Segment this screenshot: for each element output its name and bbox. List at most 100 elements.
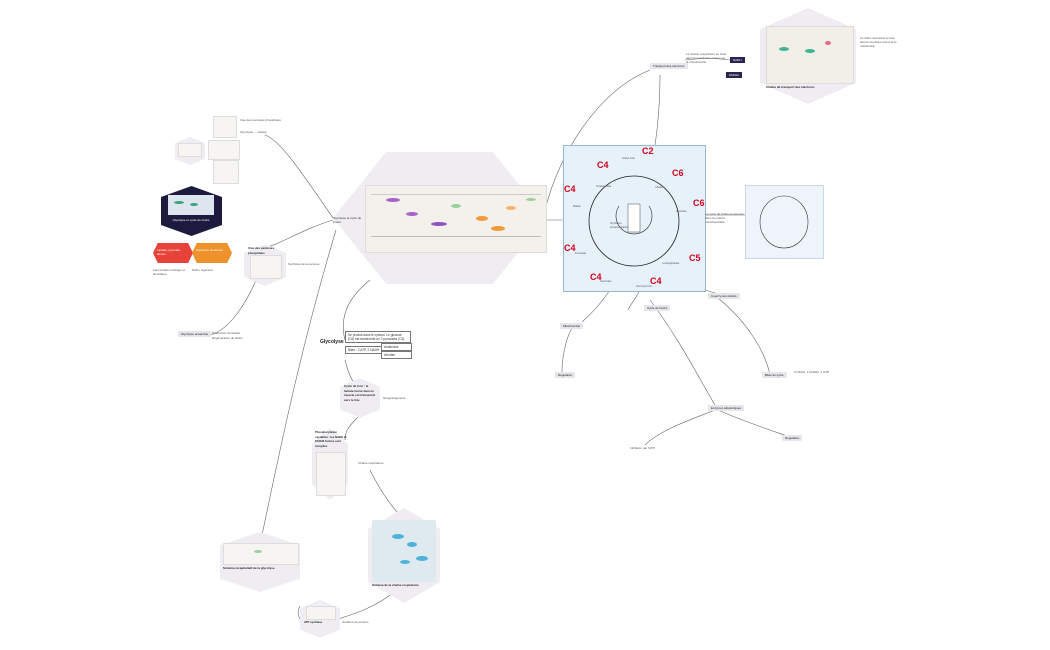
left-note-2: Production de lactate: [212, 331, 241, 335]
orange-hex-label: Glycolyse anaérobie: [196, 248, 224, 252]
metabolite-malate: Malate: [573, 205, 581, 208]
krebs-center-label: Oxydative phosphorylation: [610, 222, 629, 229]
red-hex-label: Lactate, pyruvate, alcool...: [157, 248, 181, 256]
krebs-mini-svg: [759, 195, 809, 249]
pink-highlight: [825, 41, 831, 45]
krebs-cycle-diagram[interactable]: [563, 145, 706, 292]
green-highlight: [254, 550, 262, 553]
carbon-label-c6: C6: [693, 198, 705, 208]
orange-highlight: [491, 226, 505, 231]
sketch-line: [371, 194, 541, 195]
node-krebs-cycle[interactable]: Cycle de Krebs: [644, 305, 671, 311]
left-note-3: Régénération du NAD+: [212, 336, 244, 340]
carbon-label-c2: C2: [642, 146, 654, 156]
glycolysis-heading: Glycolyse: [320, 339, 344, 345]
metabolite-fumarate: Fumarate: [575, 252, 587, 255]
phosphorylation-text: Phosphorylation oxydative : les NADH et …: [315, 430, 347, 448]
blue-highlight: [416, 556, 428, 561]
blue-highlight: [392, 534, 404, 539]
atp-caption: ATP synthase: [304, 620, 323, 624]
green-highlight: [526, 198, 536, 201]
metabolite-citrate: Citrate: [655, 186, 663, 189]
orange-hex[interactable]: [192, 243, 232, 263]
purple-highlight: [386, 198, 400, 202]
left-note-mid: Voie des pentoses phosphates: [240, 118, 281, 122]
orange-highlight: [506, 206, 516, 210]
cori-hex[interactable]: [340, 378, 380, 418]
atp-sketch: [306, 606, 336, 620]
krebs-mini-diagram: [745, 185, 824, 259]
krebs-mini-caption: Le cycle de Krebs se déroule dans la mat…: [705, 212, 744, 224]
green-highlight: [451, 204, 461, 208]
notes-image: [213, 160, 239, 184]
electron-transport-node[interactable]: Transport des électrons: [650, 63, 688, 69]
carbon-label-c5: C5: [689, 253, 701, 263]
glycolysis-sketch-image: [365, 185, 547, 253]
green-highlight: [190, 203, 198, 206]
glycolysis-box-2[interactable]: Bilan : 2 ATP, 2 NADH: [345, 346, 386, 354]
metabolite-succinate: Succinate: [600, 280, 612, 283]
node-allosteric[interactable]: Enzymes allostériques: [708, 405, 745, 411]
metabolite-oxaloacetate: Oxaloacétate: [596, 185, 612, 188]
bottom-hex-2-image: [372, 520, 436, 582]
carbon-label-c6: C6: [672, 168, 684, 178]
atp-note: Gradient de protons: [342, 620, 369, 624]
glycolysis-side-1[interactable]: Anaérobie: [381, 343, 412, 351]
blue-highlight: [400, 560, 410, 564]
carbon-label-c4: C4: [597, 160, 609, 170]
sketch-line: [371, 236, 541, 237]
dark-hex-title: Glycolyse et cycle de Krebs: [172, 218, 210, 222]
pentose-note: Synthèse de la pentose: [288, 262, 320, 266]
electron-transport-desc: La chaîne respiratoire se situe dans la …: [686, 52, 727, 64]
central-title: Glycolyse et cycle de Krebs: [333, 216, 362, 224]
green-highlight: [779, 47, 789, 51]
phosphorylation-sketch: [316, 452, 346, 496]
cori-note: Néoglucogenèse: [383, 396, 406, 400]
node-mitochondria[interactable]: Mitochondrie: [560, 323, 584, 329]
carbon-label-c4: C4: [590, 272, 602, 282]
glycolysis-side-2[interactable]: Aérobie: [381, 351, 412, 359]
small-sketch: [178, 143, 202, 157]
glycolysis-box-1[interactable]: Se produit dans le cytosol. Le glucose (…: [345, 331, 411, 343]
fadh2-label[interactable]: FADH2: [726, 72, 742, 78]
bottom-hex-1-caption: Schéma récapitulatif de la glycolyse: [223, 566, 275, 570]
node-regulation[interactable]: Régulation: [555, 372, 576, 378]
metabolite-isocitrate: Isocitrate: [676, 210, 687, 213]
dark-hex-image: [168, 195, 214, 215]
right-top-caption: Chaîne de transport des électrons: [766, 85, 815, 89]
node-inhibition: Inhibition par l'ATP: [630, 446, 655, 450]
cori-text: Cycle de Cori : le lactate formé dans le…: [344, 384, 376, 402]
node-cycle-balance[interactable]: Bilan du cycle: [762, 372, 787, 378]
carbon-label-c4: C4: [564, 184, 576, 194]
node-coenzymes[interactable]: Coenzymes réduits: [708, 293, 740, 299]
blue-highlight: [407, 542, 417, 547]
right-top-side-text: La chaîne respiratoire se situe dans la …: [860, 37, 897, 48]
green-highlight: [174, 201, 184, 204]
orange-highlight: [476, 216, 488, 221]
left-note-node[interactable]: Glycolyse anaérobie: [178, 331, 212, 337]
bottom-hex-2-caption: Schéma de la chaîne respiratoire: [372, 583, 419, 587]
pentose-sketch: [250, 255, 282, 279]
red-hex[interactable]: [153, 243, 193, 263]
nadh-label[interactable]: NADH: [730, 57, 745, 63]
green-highlight: [805, 49, 815, 53]
node-cycle-balance-sub: 3 NADH, 1 FADH2, 1 GTP: [794, 370, 830, 374]
notes-image: [213, 116, 237, 138]
krebs-mini-ring: [759, 195, 809, 249]
bottom-hex-1-image: [223, 543, 299, 565]
left-note: Fermentation lactique et alcoolique: [153, 268, 186, 276]
left-note-small-1: Glycolyse → lactate: [240, 130, 267, 134]
metabolite-acetyl-coa: Acétyl-CoA: [622, 157, 635, 160]
right-top-image: [766, 26, 854, 84]
krebs-cycle-svg: [588, 175, 680, 267]
krebs-cycle-ring: [588, 175, 680, 267]
phosphorylation-label: Chaîne respiratoire: [358, 461, 384, 465]
purple-highlight: [406, 212, 418, 216]
purple-highlight: [431, 222, 447, 226]
metabolite-succinyl-coa: Succinyl-CoA: [636, 285, 652, 288]
node-regulation-right[interactable]: Régulation: [782, 435, 803, 441]
carbon-label-c4: C4: [650, 276, 662, 286]
krebs-inner-box: [627, 203, 641, 233]
pentose-title: Voie des pentoses phosphates: [248, 246, 275, 255]
